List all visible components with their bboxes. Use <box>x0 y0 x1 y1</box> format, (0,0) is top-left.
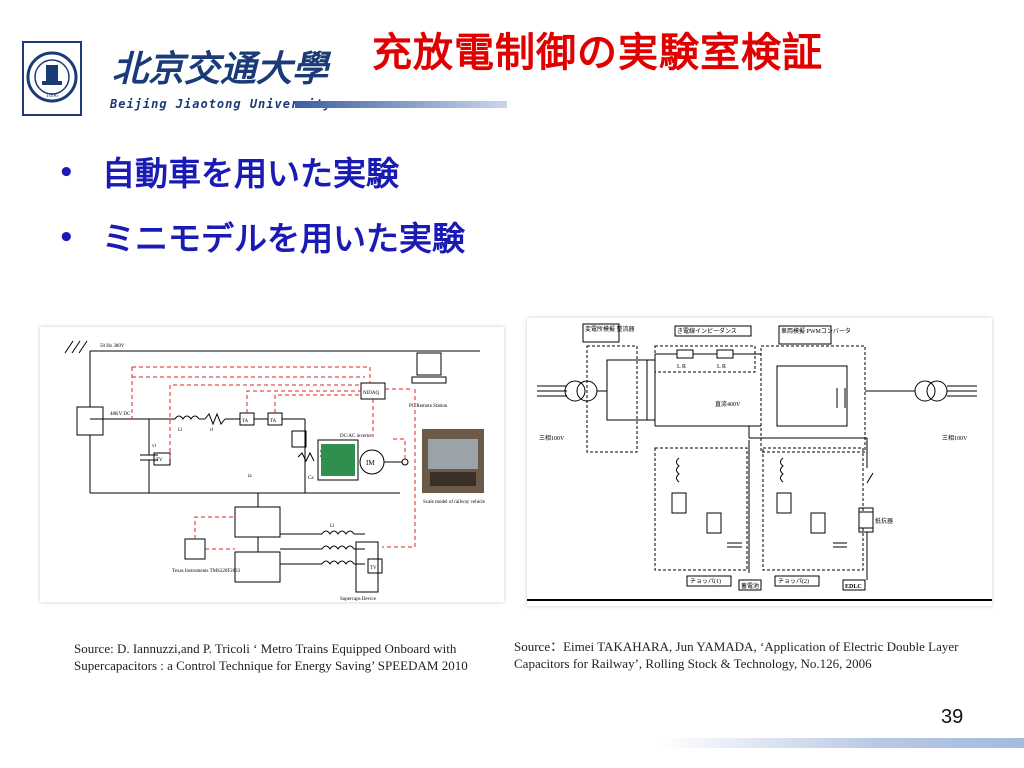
source-citation-right: Source：Eimei TAKAHARA, Jun YAMADA, ‘Appl… <box>514 639 959 671</box>
page-number: 39 <box>941 706 964 728</box>
label-chopper1: チョッパ(1) <box>690 578 721 585</box>
label-photo: Scale model of railway vehicle <box>423 500 486 505</box>
label-pc: PC Remote Station <box>409 404 448 409</box>
label-tv-1: TV <box>156 458 163 463</box>
seal-year: 1896 <box>46 93 58 99</box>
label-ll: Ll <box>178 428 183 433</box>
label-inverter: DC/AC inverter <box>340 434 372 439</box>
label-vl: vl <box>152 444 157 449</box>
label-resistor: 抵抗器 <box>875 517 893 525</box>
label-rl: rl <box>210 428 214 433</box>
label-ac-right: 三相100V <box>942 434 968 442</box>
header-divider <box>295 101 507 108</box>
circuit-diagram-left: 50 Hz 380V 48KV DC NIDAQ PC Remote Stati… <box>40 327 504 602</box>
bullet-item-2: • ミニモデルを用いた実験 <box>58 212 465 260</box>
label-ac-left: 三相100V <box>539 434 565 442</box>
label-sc: Supercaps Device <box>340 597 377 602</box>
label-nidaq: NIDAQ <box>363 391 379 396</box>
slide-title: 充放電制御の実験室検証 <box>372 30 823 76</box>
university-name-cn: 北京交通大學 <box>112 48 329 90</box>
university-seal-icon: 1896 <box>22 41 82 116</box>
label-edlc: EDLC <box>845 584 862 590</box>
label-tv-2: TV <box>370 566 377 571</box>
label-dc400: 直流400V <box>715 400 741 408</box>
label-chopper2: チョッパ(2) <box>778 578 809 585</box>
label-vehicle: 車両模擬 PWMコンバータ <box>781 327 851 335</box>
label-ia: ia <box>248 474 252 479</box>
university-name-en: Beijing Jiaotong University <box>110 97 333 111</box>
label-substation: 変電所模擬 整流器 <box>585 325 635 333</box>
circuit-diagram-right: 変電所模擬 整流器 き電線インピーダンス 車両模擬 PWMコンバータ 直流400… <box>527 318 992 606</box>
label-lsc: Ll <box>330 524 335 529</box>
label-battery: 蓄電池 <box>741 582 759 590</box>
bullet-item-1: • 自動車を用いた実験 <box>58 147 399 195</box>
label-dsp: Texas Instruments TMS320F2833 <box>172 569 241 574</box>
bullet-text: 自動車を用いた実験 <box>102 154 399 193</box>
label-motor: IM <box>366 459 375 467</box>
footer-bar <box>660 738 1024 748</box>
label-ta-2: TA <box>270 419 277 424</box>
bullet-marker: • <box>58 158 75 188</box>
label-supply: 50 Hz 380V <box>100 344 125 349</box>
label-ca: Ca <box>308 476 314 481</box>
bullet-text: ミニモデルを用いた実験 <box>102 219 465 258</box>
label-impedance: き電線インピーダンス <box>677 327 737 335</box>
label-dc-bus: 48KV DC <box>110 412 131 417</box>
label-lr-2: L R <box>717 364 726 370</box>
source-citation-left: Source: D. Iannuzzi,and P. Tricoli ‘ Met… <box>74 641 468 673</box>
label-lr-1: L R <box>677 364 686 370</box>
label-ta-1: TA <box>242 419 249 424</box>
bullet-marker: • <box>58 223 75 253</box>
